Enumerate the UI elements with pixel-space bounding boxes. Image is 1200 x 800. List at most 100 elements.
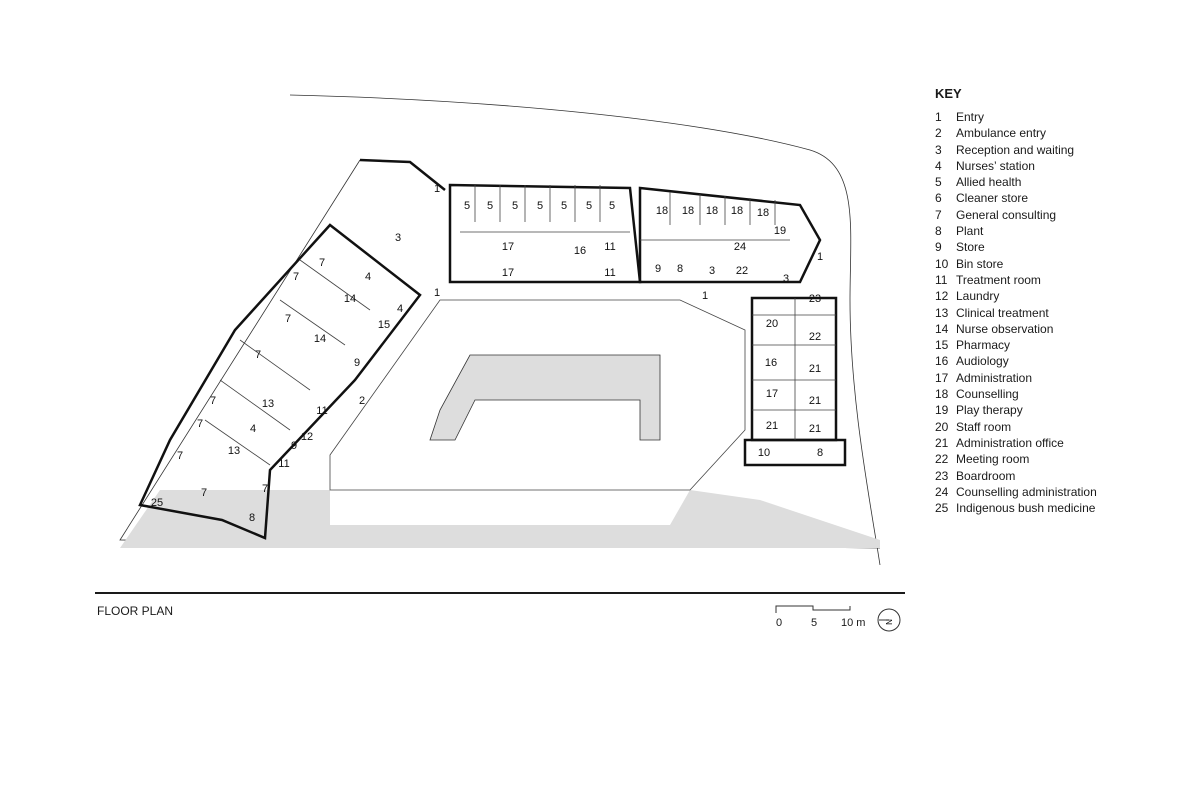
key-label: Nurse observation [956, 321, 1054, 336]
room-label: 18 [682, 205, 694, 217]
key-number: 20 [935, 419, 949, 434]
building-north-east-wing [638, 186, 822, 284]
room-label: 1 [817, 251, 823, 263]
room-label: 10 [758, 447, 770, 459]
room-label: 16 [765, 357, 777, 369]
room-label: 23 [809, 293, 821, 305]
room-label: 5 [487, 200, 493, 212]
key-label: Pharmacy [956, 338, 1011, 353]
room-label: 3 [783, 273, 789, 285]
key-number: 25 [935, 501, 949, 516]
key-title: KEY [935, 86, 962, 101]
room-label: 9 [291, 440, 297, 452]
room-label: 14 [344, 293, 356, 305]
key-label: Counselling [956, 387, 1019, 402]
key-label: Laundry [956, 289, 1000, 304]
key-number: 1 [935, 110, 942, 124]
carpark-outline [329, 299, 746, 491]
carpark-island [429, 354, 661, 441]
key-label: Administration office [956, 435, 1064, 450]
room-label: 24 [734, 241, 746, 253]
room-label: 16 [574, 245, 586, 257]
key-number: 8 [935, 224, 942, 239]
key-item: 23 Boardroom [935, 468, 1097, 484]
room-label: 9 [354, 357, 360, 369]
key-number: 10 [935, 256, 949, 271]
key-number: 12 [935, 289, 949, 304]
room-label: 25 [151, 497, 163, 509]
room-label: 11 [604, 241, 615, 253]
landscape-south [120, 490, 880, 548]
key-label: Cleaner store [956, 191, 1029, 206]
key-label: Indigenous bush medicine [956, 501, 1096, 516]
key-label: Ambulance entry [956, 126, 1047, 141]
room-label: 7 [177, 450, 183, 462]
room-label: 9 [655, 263, 661, 275]
key-label: Staff room [956, 419, 1012, 434]
room-label: 3 [395, 232, 401, 244]
room-label: 3 [709, 265, 715, 277]
scale-tick-10: 10 m [841, 617, 866, 629]
key-label: Store [956, 240, 985, 255]
svg-text:N: N [885, 619, 894, 625]
room-label: 7 [201, 487, 207, 499]
key-number: 21 [935, 435, 949, 450]
building-west-wing [138, 223, 422, 540]
room-label: 19 [774, 225, 786, 237]
key-number: 23 [935, 468, 949, 483]
room-label: 21 [766, 420, 778, 432]
key-item: 12 Laundry [935, 288, 1097, 304]
figure-caption: FLOOR PLAN [97, 604, 174, 618]
key-label: Clinical treatment [956, 305, 1049, 320]
room-label: 21 [809, 363, 821, 375]
room-label: 21 [809, 423, 821, 435]
room-label: 18 [731, 205, 743, 217]
room-label: 7 [197, 418, 203, 430]
room-label: 13 [262, 398, 274, 410]
key-number: 7 [935, 207, 942, 222]
key-item: 20 Staff room [935, 419, 1097, 435]
room-label: 13 [228, 445, 240, 457]
room-label: 7 [285, 313, 291, 325]
room-label: 22 [809, 331, 821, 343]
building-plant-block [743, 438, 847, 467]
key-label: Play therapy [956, 403, 1023, 418]
room-label: 12 [301, 431, 313, 443]
room-label: 5 [609, 200, 615, 212]
room-label: 5 [537, 200, 543, 212]
room-label: 1 [434, 287, 440, 299]
room-label: 7 [255, 349, 261, 361]
room-label: 5 [561, 200, 567, 212]
north-arrow-icon: N [877, 608, 901, 632]
building-north-west-edge [359, 158, 446, 191]
room-label: 2 [359, 395, 365, 407]
key-label: Nurses’ station [956, 158, 1035, 173]
key-label: Boardroom [956, 468, 1016, 483]
room-label: 7 [293, 271, 299, 283]
building-east-wing [750, 296, 838, 442]
key-item: 18 Counselling [935, 386, 1097, 402]
room-label: 15 [378, 319, 390, 331]
key-number: 17 [935, 370, 949, 385]
key-number: 18 [935, 387, 949, 402]
key-number: 6 [935, 191, 942, 206]
internal-walls [204, 185, 836, 466]
divider-rule [95, 592, 905, 594]
room-label: 5 [586, 200, 592, 212]
room-label: 14 [314, 333, 326, 345]
